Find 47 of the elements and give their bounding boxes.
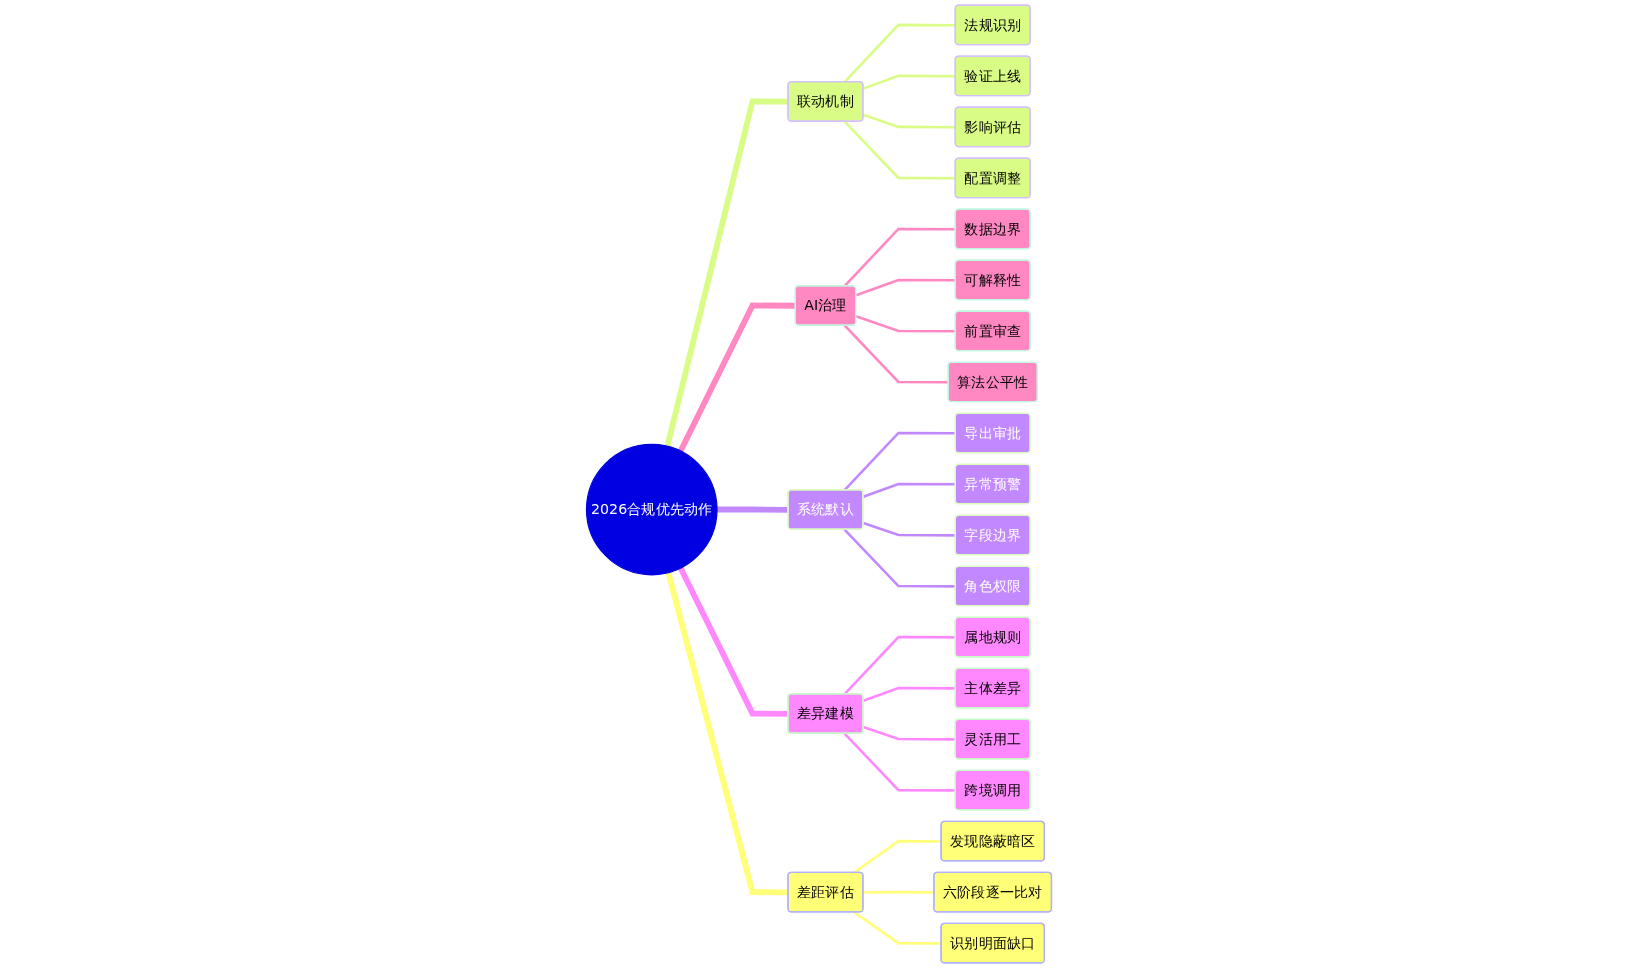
topic-box: 发现隐蔽暗区 bbox=[940, 820, 1045, 862]
topic-box: 算法公平性 bbox=[947, 361, 1038, 403]
topic-box: 法规识别 bbox=[954, 4, 1031, 46]
connector-line bbox=[678, 566, 789, 717]
connector-line bbox=[862, 725, 956, 741]
topic-box: 前置审查 bbox=[954, 310, 1031, 352]
connector-line bbox=[855, 278, 956, 297]
connector-line bbox=[843, 324, 949, 384]
topic-box: AI治理 bbox=[794, 285, 857, 326]
connector-line bbox=[853, 839, 942, 874]
connector-line bbox=[678, 302, 796, 453]
topic-box: 属地规则 bbox=[954, 616, 1031, 658]
connector-line bbox=[855, 315, 956, 333]
topic-box: 主体差异 bbox=[954, 667, 1031, 709]
topic-box: 可解释性 bbox=[954, 259, 1031, 301]
connector-line bbox=[843, 528, 956, 588]
topic-box: 导出审批 bbox=[954, 412, 1031, 454]
topic-box: 差距评估 bbox=[787, 871, 864, 913]
topic-box: 数据边界 bbox=[954, 208, 1031, 250]
connector-line bbox=[862, 521, 956, 537]
topic-box: 跨境调用 bbox=[954, 769, 1031, 811]
connector-line bbox=[862, 113, 956, 129]
connector-line bbox=[843, 120, 956, 180]
topic-box: 识别明面缺口 bbox=[940, 922, 1045, 964]
topic-box: 角色权限 bbox=[954, 565, 1031, 607]
topic-box: 配置调整 bbox=[954, 157, 1031, 199]
connector-line bbox=[665, 571, 789, 896]
topic-box: 影响评估 bbox=[954, 106, 1031, 148]
topic-box: 验证上线 bbox=[954, 55, 1031, 97]
connector-line bbox=[843, 431, 956, 491]
topic-box: 联动机制 bbox=[787, 81, 864, 122]
topic-box: 差异建模 bbox=[787, 693, 864, 734]
topic-box: 字段边界 bbox=[954, 514, 1031, 556]
connector-line bbox=[843, 732, 956, 792]
topic-box: 六阶段逐一比对 bbox=[933, 871, 1053, 913]
connector-line bbox=[843, 23, 956, 83]
connector-line bbox=[862, 74, 956, 90]
topic-box: 灵活用工 bbox=[954, 718, 1031, 760]
connector-line bbox=[862, 686, 956, 702]
topic-box: 异常预警 bbox=[954, 463, 1031, 505]
topic-box: 系统默认 bbox=[787, 489, 864, 530]
connector-line bbox=[664, 98, 789, 447]
connector-line bbox=[843, 227, 956, 287]
connector-line bbox=[716, 506, 789, 513]
central-topic-circle: 2026合规优先动作 bbox=[585, 443, 718, 576]
connector-line bbox=[853, 911, 942, 945]
connector-line bbox=[862, 482, 956, 498]
